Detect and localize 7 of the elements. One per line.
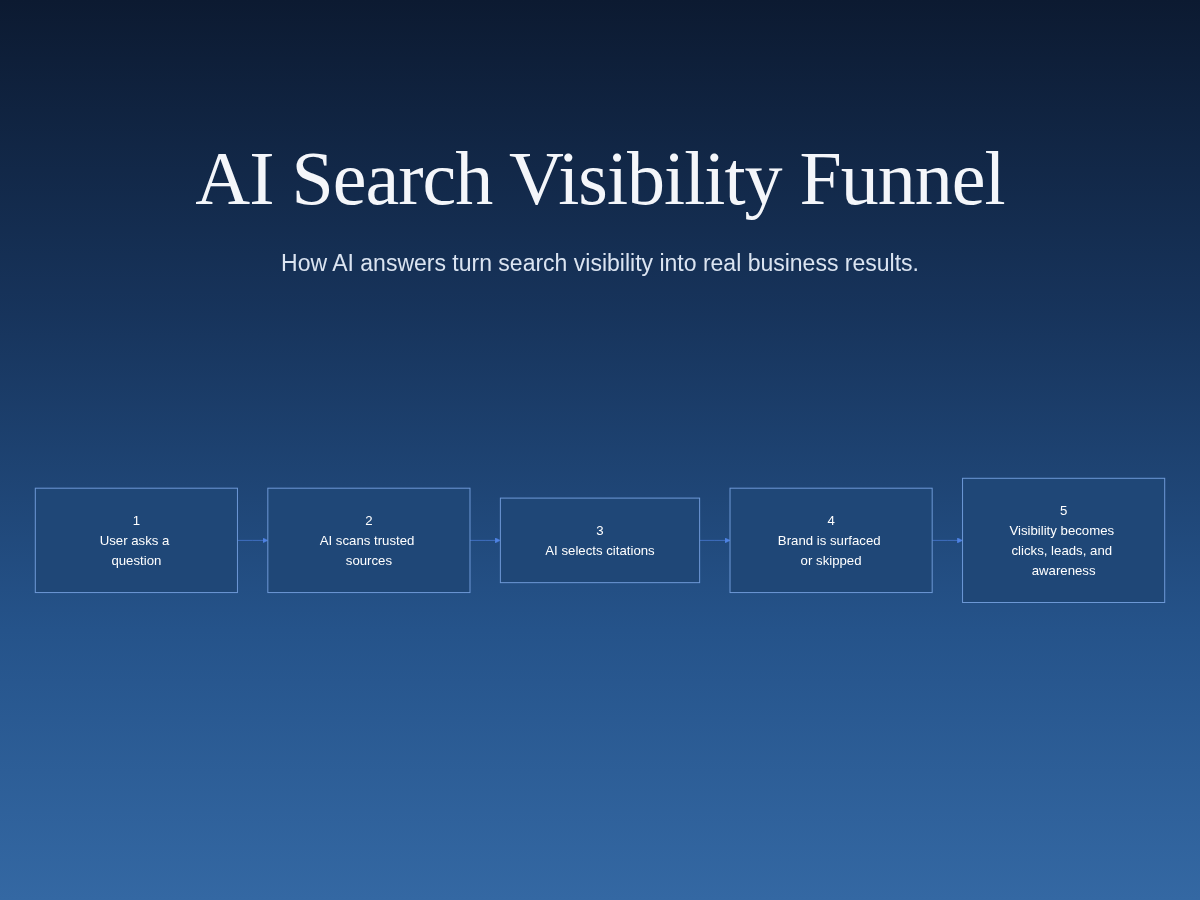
node-box: 1 User asks a question (34, 487, 238, 593)
node-box: 5 Visibility becomes clicks, leads, and awareness (962, 477, 1166, 603)
node-box: 4 Brand is surfaced or skipped (729, 487, 933, 593)
diagram-subtitle: How AI answers turn search visibility into real business results. (280, 250, 920, 277)
node-box: 2 AI scans trusted sources (267, 487, 471, 593)
diagram-title: AI Search Visibility Funnel (194, 135, 1006, 222)
node-box: 3 AI selects citations (499, 497, 701, 583)
